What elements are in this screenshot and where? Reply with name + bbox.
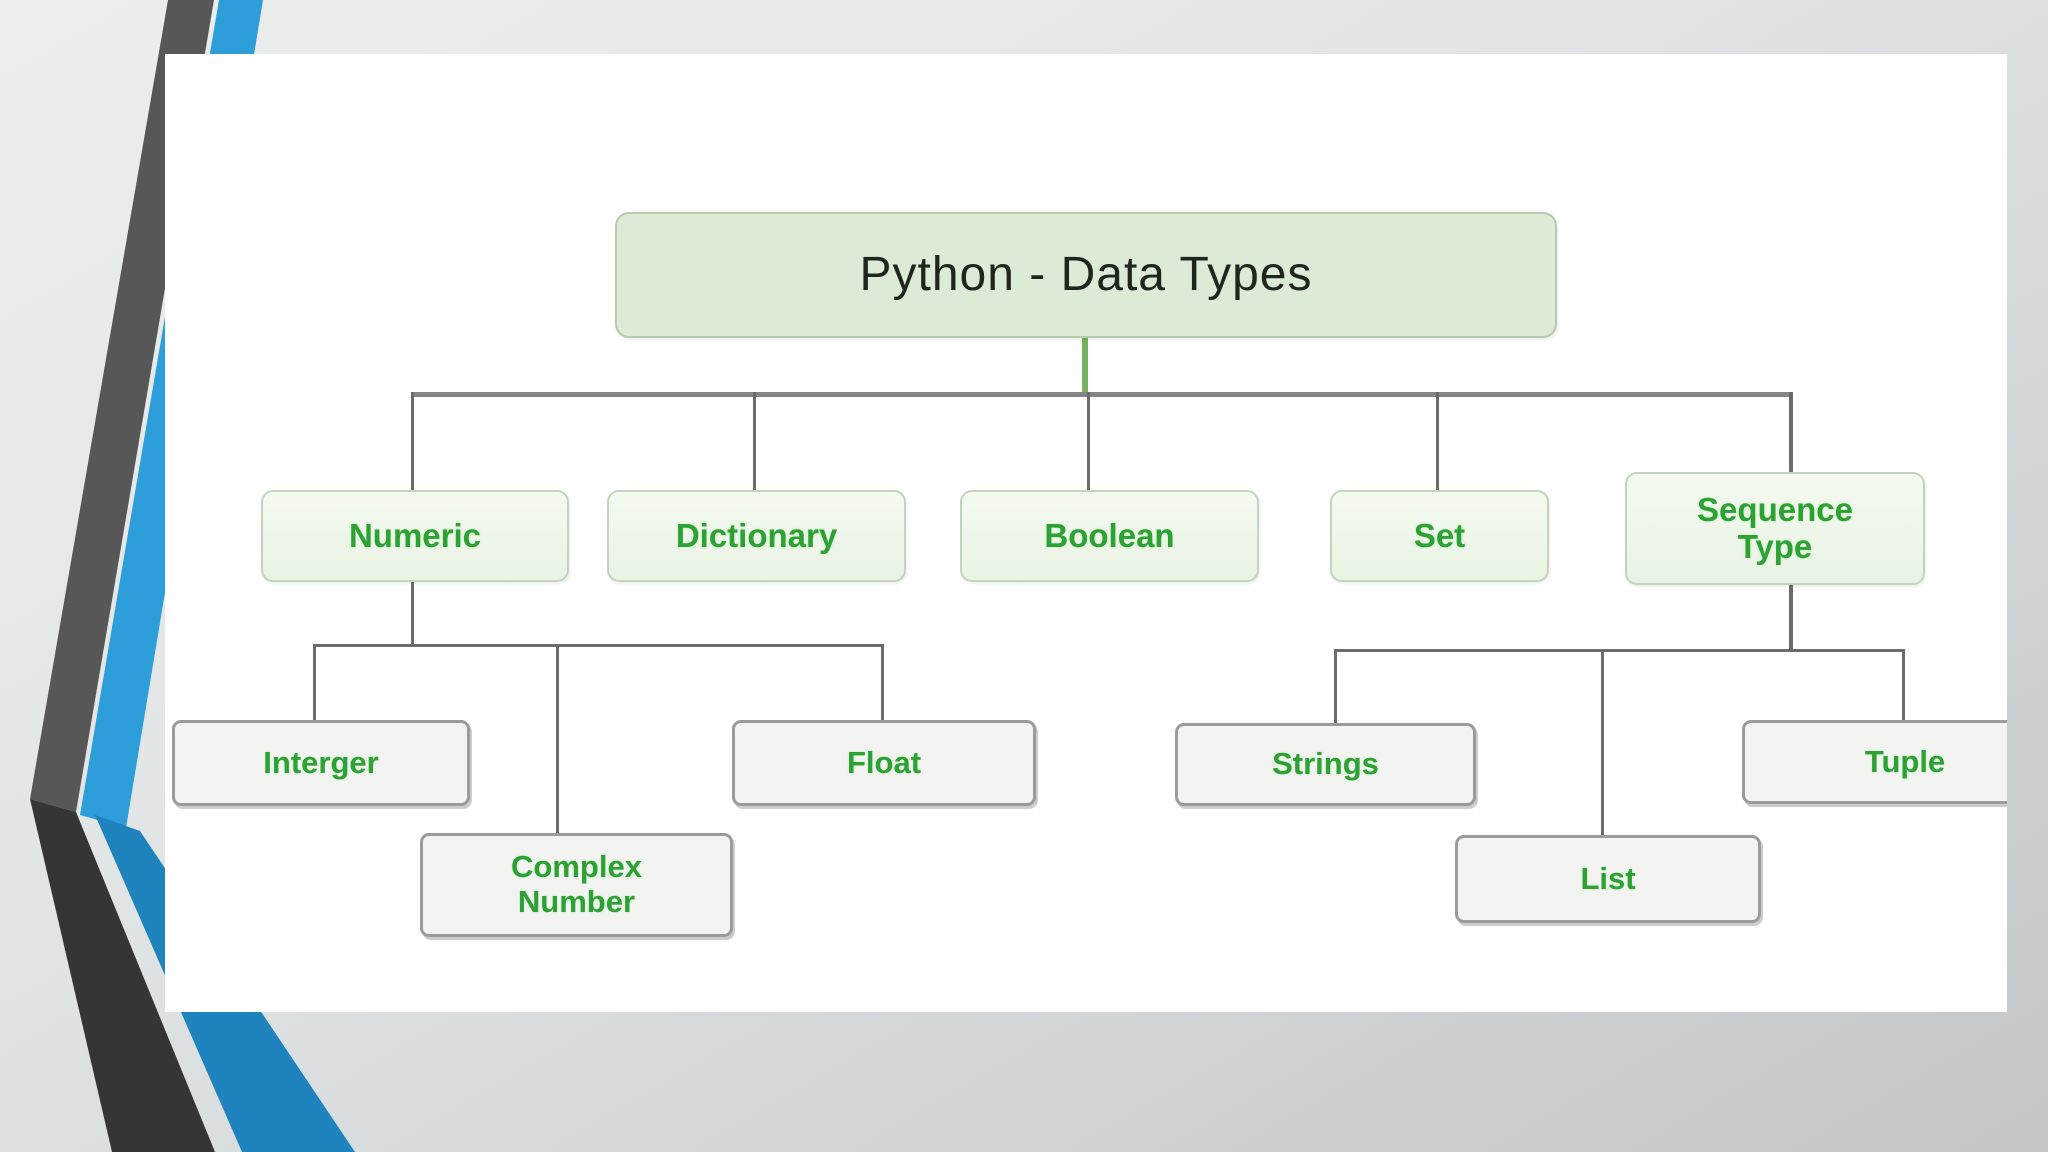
connector-drop-numeric bbox=[411, 392, 414, 490]
node-float: Float bbox=[732, 720, 1036, 806]
node-strings: Strings bbox=[1175, 723, 1476, 806]
node-python-data-types: Python - Data Types bbox=[615, 212, 1557, 338]
connector-main-horizontal bbox=[413, 392, 1793, 397]
connector-drop-list bbox=[1601, 649, 1604, 835]
node-dictionary: Dictionary bbox=[607, 490, 906, 582]
connector-numeric-horizontal bbox=[314, 644, 884, 647]
diagram-panel: Python - Data Types Numeric Dictionary B… bbox=[165, 54, 2007, 1012]
connector-drop-tuple bbox=[1902, 649, 1905, 720]
connector-drop-float bbox=[881, 644, 884, 720]
node-boolean: Boolean bbox=[960, 490, 1259, 582]
connector-drop-integer bbox=[313, 644, 316, 720]
connector-drop-complex bbox=[556, 644, 559, 833]
connector-drop-set bbox=[1436, 392, 1439, 490]
connector-drop-dictionary bbox=[753, 392, 756, 490]
connector-sequence-stem bbox=[1789, 585, 1793, 651]
connector-drop-strings bbox=[1334, 649, 1337, 723]
connector-sequence-horizontal bbox=[1335, 649, 1905, 652]
connector-drop-boolean bbox=[1087, 392, 1090, 490]
node-integer: Interger bbox=[172, 720, 470, 806]
connector-title-stem bbox=[1082, 332, 1088, 394]
node-complex-number: Complex Number bbox=[420, 833, 733, 937]
node-sequence-type: Sequence Type bbox=[1625, 472, 1925, 585]
dark-stripe-lower bbox=[30, 799, 215, 1152]
node-tuple: Tuple bbox=[1742, 720, 2007, 804]
connector-drop-sequence bbox=[1789, 392, 1793, 472]
node-numeric: Numeric bbox=[261, 490, 569, 582]
connector-numeric-stem bbox=[411, 578, 414, 646]
node-list: List bbox=[1455, 835, 1761, 923]
node-set: Set bbox=[1330, 490, 1549, 582]
